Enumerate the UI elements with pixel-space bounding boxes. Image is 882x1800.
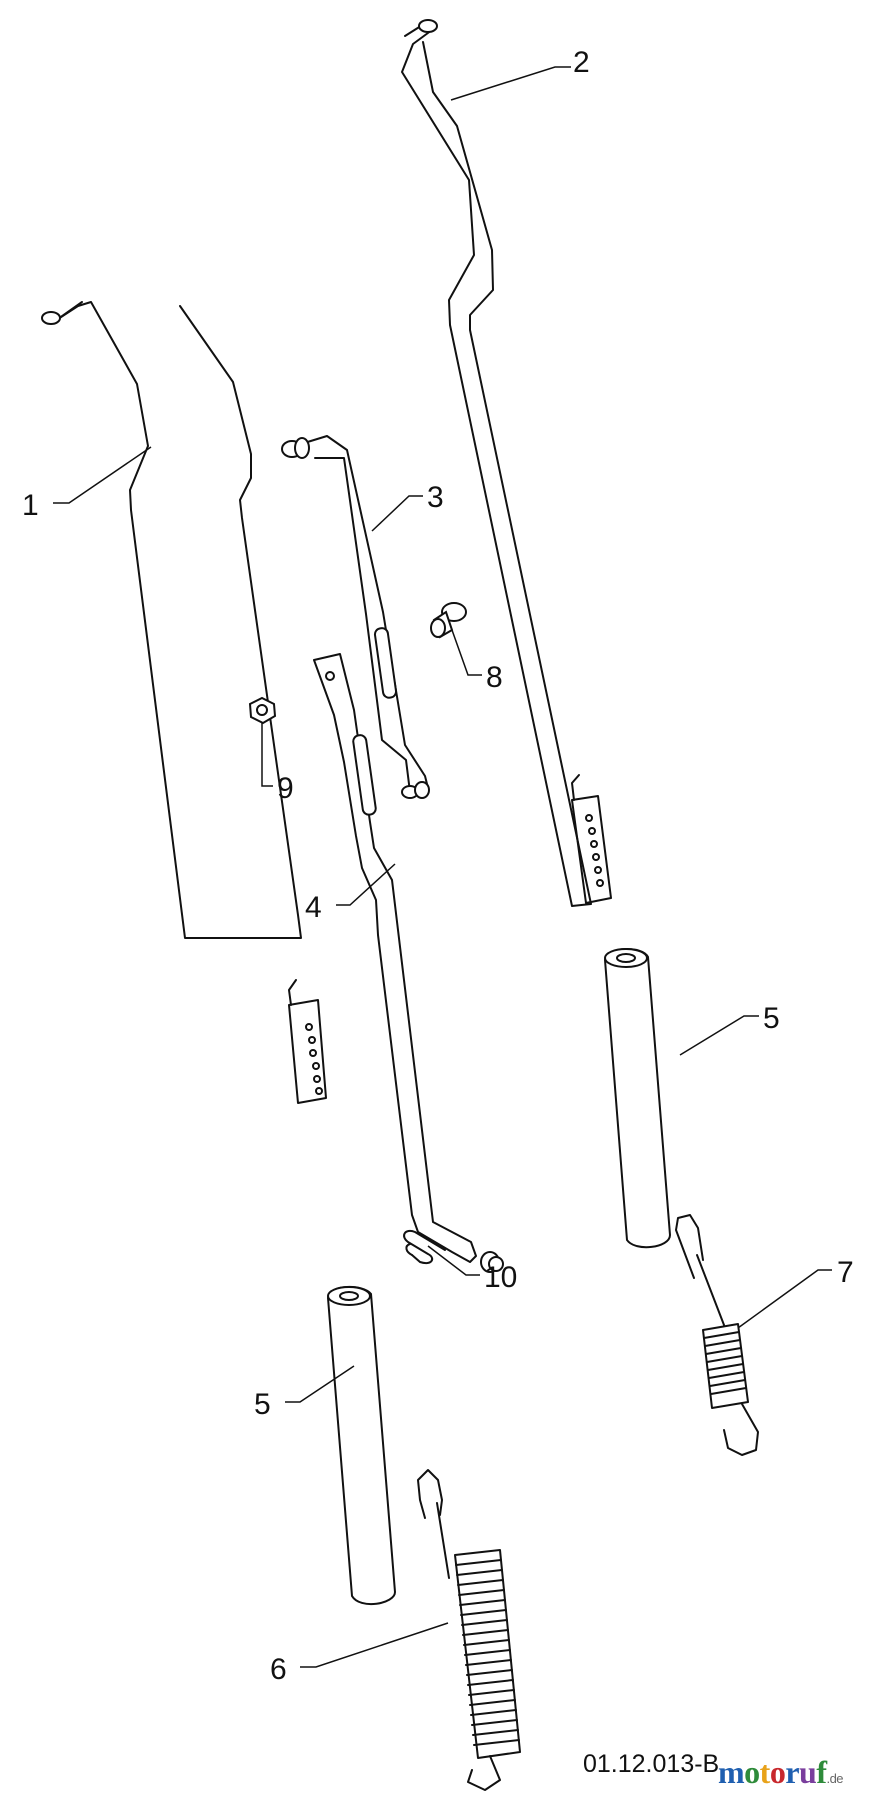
logo-suffix: .de	[826, 1771, 844, 1786]
rod-4-slot	[352, 734, 377, 816]
callout-8: 8	[486, 661, 503, 694]
drawing-code: 01.12.013-B	[583, 1750, 720, 1778]
callout-3: 3	[427, 481, 444, 514]
logo-letter: o	[769, 1754, 786, 1790]
logo-letter: t	[759, 1754, 771, 1790]
rod-2-adjust-plate	[571, 795, 612, 904]
part-9-hex-nut	[248, 696, 277, 725]
spring-6-coil	[454, 1549, 521, 1759]
spring-6-coil-turns	[455, 1559, 520, 1746]
callouts: 1 2 3 4 5 5 6 7 8 9 10	[22, 46, 854, 1686]
part-1-control-rod	[41, 301, 327, 1104]
part-5-grip-upper	[603, 948, 672, 1249]
part-2-control-rod	[401, 19, 612, 907]
logo-text: motoruf	[718, 1754, 827, 1790]
part-10-hair-pin-clip	[403, 1230, 446, 1264]
leader-6	[300, 1622, 449, 1668]
logo-letter: u	[799, 1754, 817, 1790]
rod-3-slot	[373, 627, 398, 699]
leader-7	[737, 1269, 832, 1329]
callout-9: 9	[277, 772, 294, 805]
callout-2: 2	[573, 46, 590, 79]
leader-1	[53, 446, 152, 504]
logo-letter: r	[785, 1754, 800, 1790]
rod-1-adjust-plate	[288, 999, 327, 1104]
rod-2-end-cap	[418, 19, 438, 33]
callout-6: 6	[270, 1653, 287, 1686]
callout-1: 1	[22, 489, 39, 522]
leader-4	[336, 863, 396, 906]
part-6-extension-spring	[417, 1469, 521, 1791]
leader-2	[450, 66, 571, 101]
logo-letter: f	[816, 1754, 827, 1790]
spring-7-coil	[702, 1323, 749, 1409]
part-8-clevis-pin	[430, 602, 467, 639]
callout-5-lower: 5	[254, 1388, 271, 1421]
rod-1-end-cap	[41, 311, 61, 325]
logo-letter: m	[718, 1754, 745, 1790]
spring-7-coil-turns	[703, 1331, 747, 1395]
rod-4-hole	[325, 671, 335, 681]
leader-10	[427, 1245, 480, 1276]
leader-5b	[285, 1365, 355, 1403]
rod-1-adjust-holes	[305, 1023, 323, 1095]
callout-5-upper: 5	[763, 1002, 780, 1035]
brand-logo[interactable]: motoruf.de	[718, 1754, 844, 1791]
part-7-extension-spring	[675, 1214, 759, 1456]
leader-5a	[679, 1015, 759, 1056]
rod-2-adjust-holes	[585, 814, 604, 887]
part-4-link-rod	[313, 653, 504, 1273]
leader-9	[261, 722, 273, 787]
part-5-grip-lower	[326, 1286, 397, 1606]
callout-7: 7	[837, 1256, 854, 1289]
callout-10: 10	[484, 1261, 517, 1294]
leader-lines	[53, 66, 832, 1668]
callout-4: 4	[305, 891, 322, 924]
leader-8	[451, 629, 482, 676]
leader-3	[371, 495, 423, 532]
logo-letter: o	[744, 1754, 760, 1790]
part-3-short-rod	[281, 435, 430, 799]
